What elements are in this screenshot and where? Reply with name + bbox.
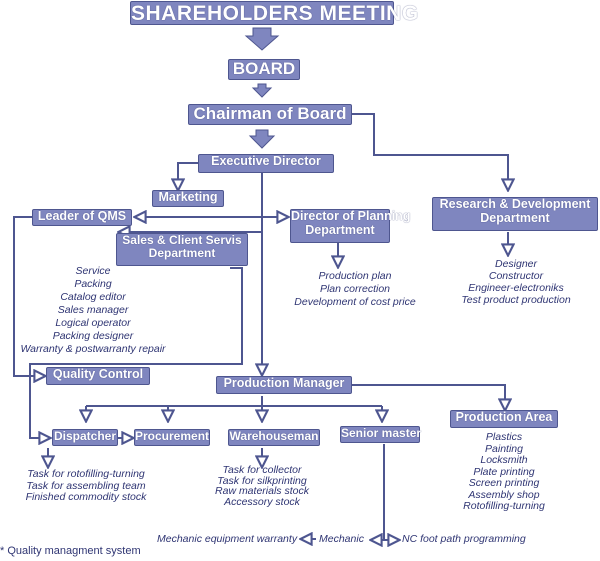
list-item: Plastics: [485, 431, 523, 443]
list-item: Constructor: [488, 270, 544, 282]
list-item: Catalog editor: [60, 291, 126, 303]
dispatcher-task-list: Task for rotofilling-turning Task for as…: [8, 468, 164, 504]
node-sales-department: Sales & Client Servis Department: [116, 233, 248, 266]
list-item: Painting: [485, 442, 523, 455]
node-rnd-department: Research & Development Department: [432, 197, 598, 231]
list-item: Assembly shop: [468, 488, 540, 501]
list-item: Development of cost price: [294, 296, 416, 308]
sales-task-list: Service Packing Catalog editor Sales man…: [18, 265, 168, 356]
rnd-line-1: Research & Development: [439, 197, 591, 211]
list-item: Raw materials stock: [215, 485, 309, 497]
list-item: Test product production: [461, 294, 571, 306]
mechanic-warranty-label: Mechanic equipment warranty: [157, 533, 298, 545]
list-item: Logical operator: [55, 317, 131, 329]
planning-task-list: Production plan Plan correction Developm…: [282, 270, 428, 309]
list-item: Sales manager: [57, 304, 129, 316]
line-senior-down: [383, 444, 394, 540]
sales-line-1: Sales & Client Servis: [122, 233, 242, 247]
list-item: Packing designer: [52, 330, 134, 342]
node-shareholders-meeting: SHAREHOLDERS MEETING: [130, 1, 419, 25]
node-production-manager: Production Manager: [216, 376, 352, 394]
list-item: Finished commodity stock: [25, 491, 147, 503]
node-board: BOARD: [228, 59, 300, 80]
node-director-planning: Director of Planning Department: [290, 209, 411, 243]
node-executive-director: Executive Director: [198, 154, 334, 173]
line-sales-dispatcher: [29, 267, 243, 438]
list-item: Warranty & postwarranty repair: [20, 343, 166, 355]
node-dispatcher: Dispatcher: [52, 429, 118, 446]
list-item: Locksmith: [480, 454, 528, 466]
line-senior-mechanic: [376, 530, 385, 540]
node-chairman: Chairman of Board: [188, 104, 352, 125]
list-item: Rotofilling-turning: [463, 500, 545, 512]
rnd-line-2: Department: [480, 210, 550, 225]
mechanic-label: Mechanic: [319, 533, 364, 545]
list-item: Task for rotofilling-turning: [27, 468, 145, 480]
list-item: Plate printing: [473, 465, 535, 478]
line-chairman-rnd: [352, 113, 508, 185]
list-item: Packing: [74, 278, 112, 290]
nc-programming-label: NC foot path programming: [402, 533, 526, 545]
arrow-board-chairman: [251, 83, 273, 98]
planning-line-1: Director of Planning: [291, 209, 411, 223]
node-marketing: Marketing: [152, 190, 224, 207]
arrow-chairman-executive: [248, 129, 276, 149]
node-warehouseman: Warehouseman: [228, 429, 320, 446]
production-area-list: Plastics Painting Locksmith Plate printi…: [450, 431, 558, 513]
list-item: Accessory stock: [224, 495, 300, 508]
footnote: * Quality managment system: [0, 545, 141, 557]
list-item: Task for silkprinting: [217, 474, 307, 487]
warehouse-task-list: Task for collector Task for silkprinting…: [212, 465, 312, 507]
line-pm-area: [352, 384, 505, 405]
list-item: Task for assembling team: [26, 479, 146, 492]
sales-line-2: Department: [148, 246, 216, 261]
list-item: Designer: [494, 258, 538, 270]
node-production-area: Production Area: [450, 410, 558, 428]
node-leader-qms: Leader of QMS: [32, 209, 132, 226]
list-item: Engineer-electroniks: [468, 282, 564, 294]
arrow-shareholders-board: [244, 27, 280, 51]
list-item: Service: [75, 265, 111, 277]
rnd-task-list: Designer Constructor Engineer-electronik…: [434, 258, 598, 306]
list-item: Screen printing: [468, 477, 540, 489]
node-senior-master: Senior master: [340, 426, 421, 443]
node-procurement: Procurement: [134, 429, 210, 446]
list-item: Plan correction: [319, 283, 391, 295]
line-exec-marketing: [178, 162, 198, 185]
planning-line-2: Department: [305, 222, 375, 237]
list-item: Production plan: [318, 270, 392, 282]
line-qms-quality: [13, 216, 40, 376]
node-quality-control: Quality Control: [46, 367, 150, 385]
list-item: Task for collector: [222, 464, 302, 476]
